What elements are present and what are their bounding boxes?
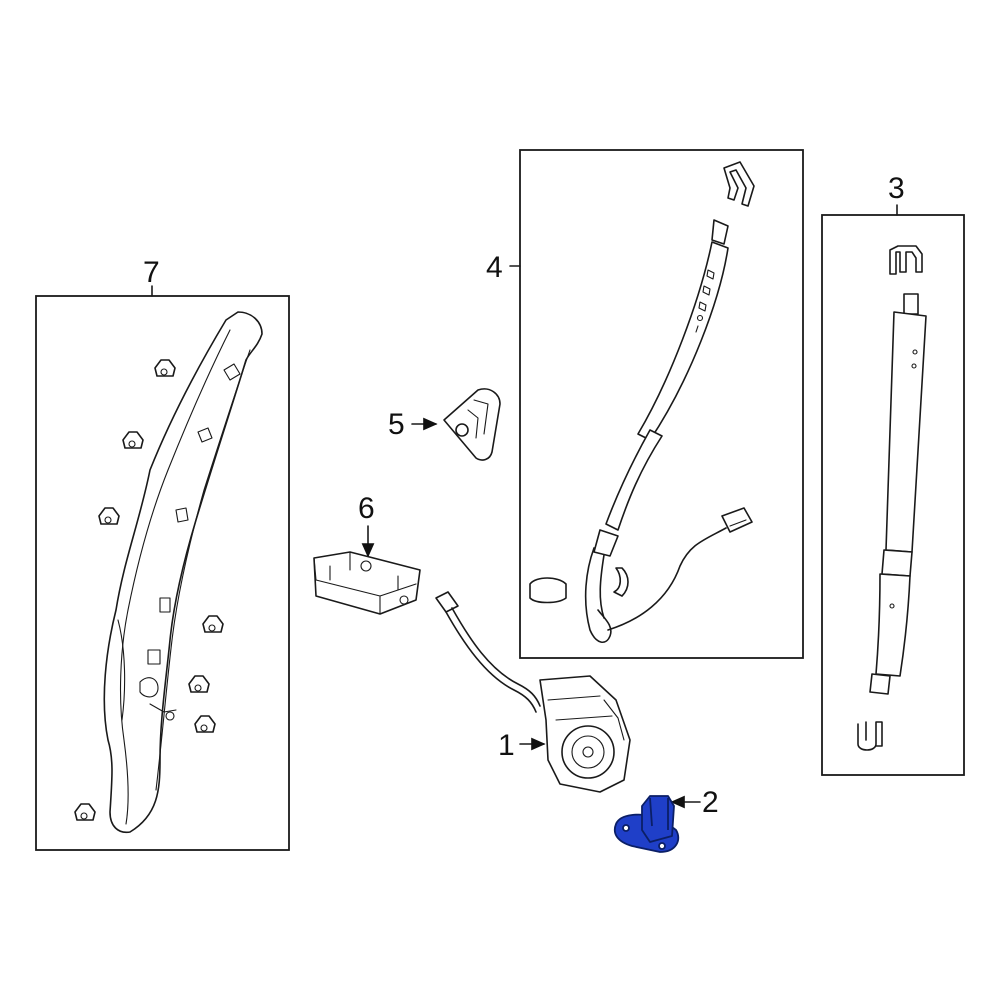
part-6-module[interactable]: 6 (313, 492, 421, 615)
push-clip-4 (202, 615, 224, 633)
power-strut-4 (529, 219, 753, 643)
part-2-body (641, 795, 675, 843)
part-3-group[interactable]: 3 (821, 172, 965, 776)
trim-panel (103, 311, 263, 834)
callout-1: 1 (498, 729, 515, 762)
part-4-group[interactable]: 4 (486, 149, 804, 659)
strut-4-top-clip (723, 161, 755, 207)
push-clip-2 (122, 431, 144, 449)
callout-4: 4 (486, 251, 503, 284)
callout-6: 6 (358, 492, 375, 525)
push-clip-6 (194, 715, 216, 733)
callout-3: 3 (888, 172, 905, 205)
part-2-mount[interactable]: 2 (613, 786, 719, 853)
callout-7: 7 (143, 256, 160, 289)
callout-2: 2 (702, 786, 719, 819)
part-7-group[interactable]: 7 (35, 256, 290, 851)
strut-3-bottom-clip (857, 721, 883, 751)
push-clip-5 (188, 675, 210, 693)
gas-strut-3 (869, 293, 927, 695)
strut-3-top-clip (889, 245, 923, 275)
push-clip-3 (98, 507, 120, 525)
part-1-motor[interactable]: 1 (435, 591, 631, 793)
part-3-frame (821, 214, 965, 776)
part-5-bracket[interactable]: 5 (388, 388, 501, 461)
part-7-frame (35, 295, 290, 851)
push-clip-7 (74, 803, 96, 821)
part-4-frame (519, 149, 804, 659)
callout-5: 5 (388, 408, 405, 441)
push-clip-1 (154, 359, 176, 377)
